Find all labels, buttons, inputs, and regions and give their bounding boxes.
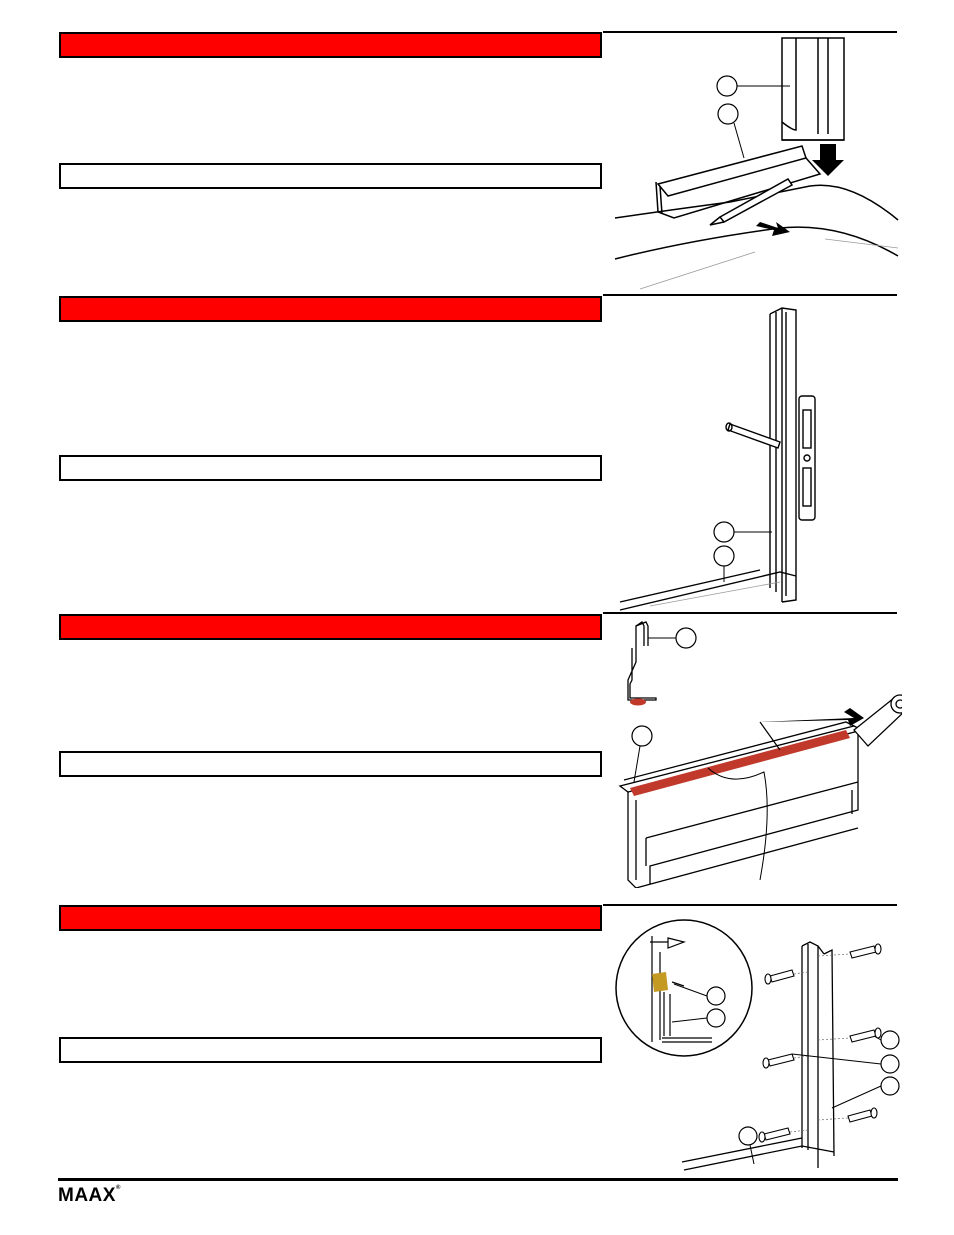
illustration-sealant-application [618, 621, 902, 888]
callout-bubble [631, 725, 653, 747]
callout-bubble [675, 627, 697, 649]
illustration-wall-jamb-level [619, 307, 816, 611]
callout-bubble [738, 1126, 758, 1146]
section-divider [603, 904, 897, 906]
section-divider [603, 31, 897, 33]
brand-name: MAAX [58, 1185, 116, 1206]
callout-bubble [880, 1054, 900, 1074]
step-header-bar [59, 32, 602, 58]
step-header-bar [59, 296, 602, 322]
note-box [59, 163, 602, 189]
trademark-mark: ® [115, 1185, 121, 1191]
section-divider [603, 612, 897, 614]
callout-bubble [713, 545, 735, 567]
illustration-bottom-track-install [614, 37, 899, 290]
note-box [59, 751, 602, 777]
callout-bubble [713, 521, 735, 543]
callout-bubble [717, 103, 739, 125]
footer-rule [58, 1178, 898, 1181]
callout-bubble [880, 1030, 900, 1050]
illustration-screw-fastening [615, 919, 900, 1171]
step-header-bar [59, 614, 602, 640]
callout-bubble [716, 75, 738, 97]
note-box [59, 1037, 602, 1063]
callout-bubble [880, 1076, 900, 1096]
callout-bubble [706, 1008, 726, 1028]
section-divider [603, 294, 897, 296]
note-box [59, 455, 602, 481]
callout-bubble [706, 986, 726, 1006]
step-header-bar [59, 905, 602, 931]
maax-logo: MAAX® [58, 1185, 121, 1207]
